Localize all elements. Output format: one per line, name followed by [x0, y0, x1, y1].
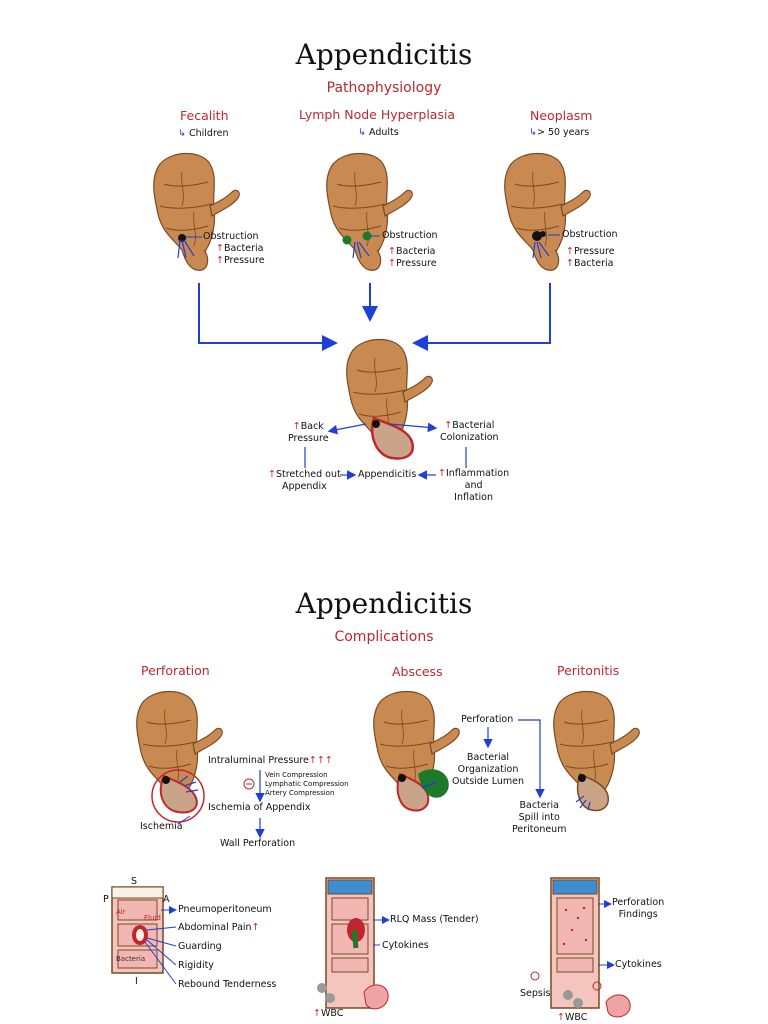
colon-peritonitis-illustration [553, 690, 640, 795]
box1-p: P [103, 894, 109, 905]
perf-ischemia: Ischemia [140, 821, 183, 832]
complication-abscess: Abscess [392, 664, 443, 679]
box1-i: I [135, 976, 138, 987]
page1-subtitle: Pathophysiology [326, 80, 442, 96]
inflamed-appendix-illustration [371, 416, 415, 460]
neoplasm-bacteria: ↑Bacteria [566, 258, 614, 269]
box1-rigidity: Rigidity [178, 960, 214, 971]
cause-neoplasm: Neoplasm [530, 108, 593, 123]
colon-neoplasm-illustration [504, 152, 591, 271]
box2-wbc: ↑WBC [313, 1008, 344, 1019]
perf-ischemia-appendix: Ischemia of Appendix [208, 802, 311, 813]
box1-pneumoperitoneum: Pneumoperitoneum [178, 904, 272, 915]
perf-intraluminal: Intraluminal Pressure↑↑↑ [208, 755, 333, 766]
lymph-pressure: ↑Pressure [388, 258, 437, 269]
perf-wall-perforation: Wall Perforation [220, 838, 296, 849]
box3-sepsis: Sepsis [520, 988, 551, 999]
lymph-obstruction: Obstruction [382, 230, 438, 241]
colon-fecalith-illustration [153, 152, 240, 271]
cause-lymph-age: ↳ Adults [358, 127, 399, 138]
box1-a: A [163, 894, 170, 905]
perforation-ischemia-illustration [151, 769, 205, 823]
box1-s: S [131, 876, 138, 887]
box1-bacteria: Bacteria [116, 955, 146, 963]
box3-cytokines: Cytokines [615, 959, 662, 970]
colon-perforation-illustration [136, 690, 223, 795]
fecalith-obstruction: Obstruction [203, 231, 259, 242]
lymph-bacteria: ↑Bacteria [388, 246, 436, 257]
colon-lymph-illustration [326, 152, 413, 271]
page2-title: Appendicitis [295, 587, 473, 620]
perf-compressions: Vein Compression Lymphatic Compression A… [265, 771, 349, 797]
complication-peritonitis: Peritonitis [557, 663, 620, 678]
complication-perforation: Perforation [141, 663, 210, 678]
fecalith-pressure: ↑Pressure [216, 255, 265, 266]
box3-wbc: ↑WBC [557, 1012, 588, 1023]
page2-subtitle: Complications [334, 629, 434, 645]
cause-lymph-node: Lymph Node Hyperplasia [299, 107, 456, 122]
box1-abdominal-pain: Abdominal Pain↑ [178, 922, 260, 933]
fecalith-bacteria: ↑Bacteria [216, 243, 264, 254]
peritoneal-cross-section-3 [530, 877, 631, 1018]
box2-rlq-mass: RLQ Mass (Tender) [390, 914, 479, 925]
box2-cytokines: Cytokines [382, 940, 429, 951]
abscess-perforation: Perforation [461, 714, 514, 725]
box1-guarding: Guarding [178, 941, 222, 952]
abscess-illustration [396, 769, 449, 812]
box1-air: Air [116, 908, 126, 916]
box1-rebound: Rebound Tenderness [178, 979, 277, 990]
peritonitis-appendix-illustration [575, 772, 609, 812]
peritoneal-cross-section-2 [317, 877, 389, 1010]
cause-fecalith-age: ↳ Children [178, 128, 229, 139]
cause-neoplasm-age: ↳> 50 years [529, 127, 590, 138]
cause-fecalith: Fecalith [180, 108, 229, 123]
box1-fluid: Fluid [144, 914, 161, 922]
page1-title: Appendicitis [295, 38, 473, 71]
flow-appendicitis: Appendicitis [358, 469, 417, 480]
peritoneal-cross-section-1 [111, 886, 164, 974]
neoplasm-pressure: ↑Pressure [566, 246, 615, 257]
neoplasm-obstruction: Obstruction [562, 229, 618, 240]
